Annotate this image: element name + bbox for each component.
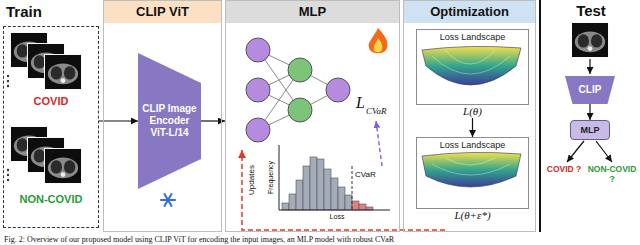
box-title: MLP [571, 121, 609, 139]
histogram-bar [352, 201, 359, 210]
flow-arrow [567, 141, 584, 162]
ellipsis-dots [7, 169, 9, 171]
cvar-marker-label: CVaR [355, 170, 376, 180]
neuron-circle [288, 58, 312, 82]
loss-surface [422, 152, 521, 187]
box-title: L(θ) [416, 105, 529, 118]
flow-arrow [589, 104, 590, 120]
class-label: COVID [4, 95, 98, 108]
ellipsis-dots [7, 80, 9, 82]
flow-arrow [596, 141, 612, 162]
loss-surface [432, 56, 510, 74]
panel-title: Test [542, 2, 640, 20]
neuron-circle [246, 38, 270, 62]
snowflake-icon [165, 194, 172, 206]
axis-label: Loss [322, 212, 352, 221]
histogram-bar [282, 203, 289, 210]
train-panel: COVID NON-COVID Train [0, 0, 101, 232]
cvar-arrow [376, 121, 382, 166]
panel-title: CLIP ViT [104, 1, 221, 23]
flame-icon [374, 38, 383, 52]
test-panel: CLIP MLP Test [542, 0, 640, 232]
flow-arrow [472, 118, 473, 137]
separator-line [539, 0, 541, 232]
stage-panel: CLIP Image Encoder ViT-L/14 CLIP ViT [103, 0, 222, 232]
ct-scan-image [572, 22, 609, 57]
updates-label: Updates [247, 155, 257, 205]
histogram-bar [282, 157, 373, 210]
neuron-circle [246, 78, 270, 102]
neuron-circle [288, 98, 312, 122]
loss-surface [432, 164, 510, 175]
loss-surface [445, 158, 495, 165]
loss-symbol: L [356, 94, 365, 112]
ellipsis-dots [7, 75, 9, 181]
trapezoid-shape [565, 76, 615, 104]
encoder-trapezoid: CLIP Image Encoder ViT-L/14 [138, 53, 201, 189]
loss-subscript: CVaR [366, 106, 387, 117]
histogram-bar [331, 178, 338, 210]
flow-arrow [99, 120, 138, 121]
loss-surface [445, 50, 495, 64]
histogram-axis [279, 145, 390, 210]
dataset-box: COVID NON-COVID [3, 26, 99, 228]
snowflake-icon [161, 194, 175, 206]
neuron-circle [246, 118, 270, 142]
neuron-circle [326, 78, 350, 102]
loss-surface [422, 46, 521, 85]
box-title: Loss Landscape [417, 30, 528, 43]
axis-label: Frequency [266, 153, 275, 203]
loss-landscape-box: Loss LandscapeL(θ) [416, 29, 529, 118]
histogram-bar [310, 157, 317, 210]
flame-icon [369, 28, 388, 53]
snowflake-icon [165, 194, 172, 206]
histogram-bar [296, 180, 303, 210]
histogram-bar [303, 166, 310, 210]
landscape-frame: Loss Landscape [416, 29, 529, 105]
box-title: L(θ+ε*) [416, 209, 529, 222]
histogram-bar [345, 195, 352, 210]
flame-icon [369, 28, 388, 53]
mlp-box: MLP [570, 120, 610, 140]
ct-scan-image [45, 54, 82, 89]
figure-caption: Fig. 2: Overview of our proposed model u… [4, 235, 636, 245]
prediction-label: COVID ? [546, 164, 582, 174]
updates-arrow [242, 150, 445, 230]
encoder-label: CLIP [579, 84, 602, 96]
stage-panel: Loss LandscapeL(θ)Loss LandscapeL(θ+ε*)O… [403, 0, 536, 232]
landscape-frame: Loss Landscape [416, 137, 529, 209]
ct-scan-image [45, 148, 82, 183]
histogram-bar [289, 194, 296, 210]
histogram-bar [359, 204, 366, 210]
flow-arrow [567, 59, 612, 162]
trapezoid-shape [138, 53, 201, 189]
prediction-label: NON-COVID ? [586, 164, 638, 184]
panel-title: Train [0, 3, 101, 21]
cvar-threshold [352, 166, 353, 210]
class-label: NON-COVID [4, 193, 98, 206]
ellipsis-dots [7, 75, 9, 77]
histogram-bar [324, 169, 331, 210]
panel-title: Optimization [404, 1, 535, 23]
histogram-bar [338, 187, 345, 210]
ellipsis-dots [7, 179, 9, 181]
histogram-bar [317, 159, 324, 210]
box-title: Loss Landscape [417, 138, 528, 151]
panel-title: MLP [226, 1, 399, 23]
ellipsis-dots [7, 85, 9, 87]
encoder-label: CLIP Image Encoder ViT-L/14 [142, 103, 197, 139]
encoder-trapezoid: CLIP [565, 76, 615, 104]
histogram [279, 145, 390, 210]
loss-landscape-box: Loss LandscapeL(θ+ε*) [416, 137, 529, 222]
flow-arrow [589, 59, 590, 74]
neuron-circle [246, 38, 350, 142]
ellipsis-dots [7, 174, 9, 176]
